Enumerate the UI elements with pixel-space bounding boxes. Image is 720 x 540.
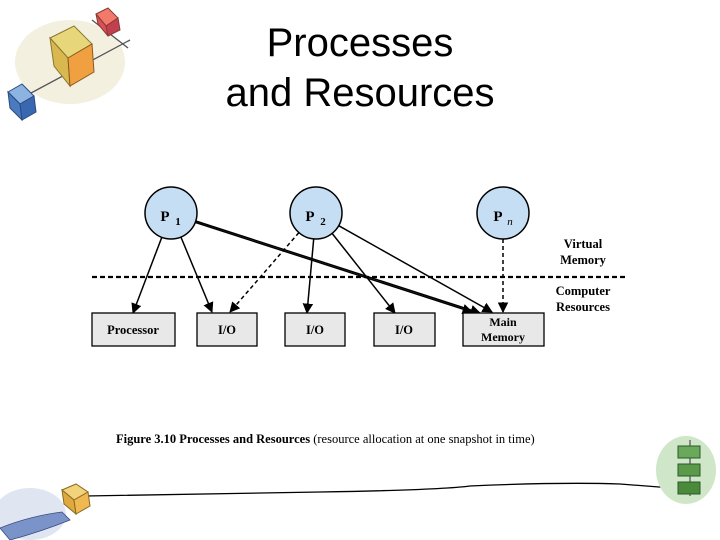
label-computer-resources: Computer Resources — [556, 284, 611, 314]
resource-main-memory: Main Memory — [462, 312, 545, 347]
process-p1: P 1 — [144, 186, 198, 240]
edge-p1-to-main-memory-1 — [190, 220, 473, 315]
figure-caption: Figure 3.10 Processes and Resources (res… — [116, 432, 636, 447]
edge-p2-to-io3 — [331, 232, 396, 314]
process-p1-subscript: 1 — [175, 216, 181, 228]
edge-p2-to-main-memory — [338, 225, 493, 313]
decoration-cube-hand-bottom-left — [0, 483, 91, 540]
resource-processor-label: Processor — [107, 323, 159, 337]
label-virtual-memory-line-2: Memory — [560, 253, 607, 267]
resource-processor-box — [91, 312, 176, 347]
resource-main-memory-box — [462, 312, 545, 347]
process-pn-node — [476, 186, 530, 240]
resource-processor: Processor — [91, 312, 176, 347]
resource-io-3-label: I/O — [395, 323, 413, 337]
resource-io-1: I/O — [196, 312, 258, 347]
resource-main-memory-label-line-2: Memory — [481, 330, 525, 344]
resource-io-2-label: I/O — [306, 323, 324, 337]
resource-main-memory-label-line-1: Main — [489, 315, 517, 329]
process-p2: P 2 — [289, 186, 343, 240]
edge-p1-to-io1 — [180, 236, 214, 313]
process-pn-label: P — [493, 209, 502, 225]
label-computer-resources-line-2: Resources — [556, 300, 610, 314]
process-p1-node — [144, 186, 198, 240]
figure-caption-rest: (resource allocation at one snapshot in … — [310, 432, 535, 446]
process-p2-label: P — [305, 209, 314, 225]
process-p1-label: P — [160, 209, 169, 225]
label-computer-resources-line-1: Computer — [556, 284, 611, 298]
decoration-cubes-top-left — [7, 7, 131, 122]
decoration-cubes-bottom-right — [656, 436, 716, 504]
slide-title-line-2: and Resources — [225, 71, 495, 115]
process-p2-subscript: 2 — [320, 216, 326, 228]
process-pn-subscript: n — [507, 216, 513, 228]
resource-io-2-box — [284, 312, 346, 347]
edge-p1-to-processor — [131, 237, 163, 314]
resource-io-3-box — [373, 312, 436, 347]
allocation-edges — [131, 220, 509, 316]
process-pn: P n — [476, 186, 530, 240]
resource-io-3: I/O — [373, 312, 436, 347]
label-virtual-memory: Virtual Memory — [560, 237, 607, 267]
label-virtual-memory-line-1: Virtual — [564, 237, 603, 251]
resource-io-1-label: I/O — [218, 323, 236, 337]
process-p2-node — [289, 186, 343, 240]
slide-title: Processes and Resources — [170, 18, 550, 118]
edge-p1-to-main-memory — [195, 220, 481, 316]
edge-p2-to-io1 — [229, 232, 300, 313]
slide-title-line-1: Processes — [266, 21, 454, 65]
figure-caption-bold: Figure 3.10 Processes and Resources — [116, 432, 311, 446]
resource-io-2: I/O — [284, 312, 346, 347]
resource-io-1-box — [196, 312, 258, 347]
